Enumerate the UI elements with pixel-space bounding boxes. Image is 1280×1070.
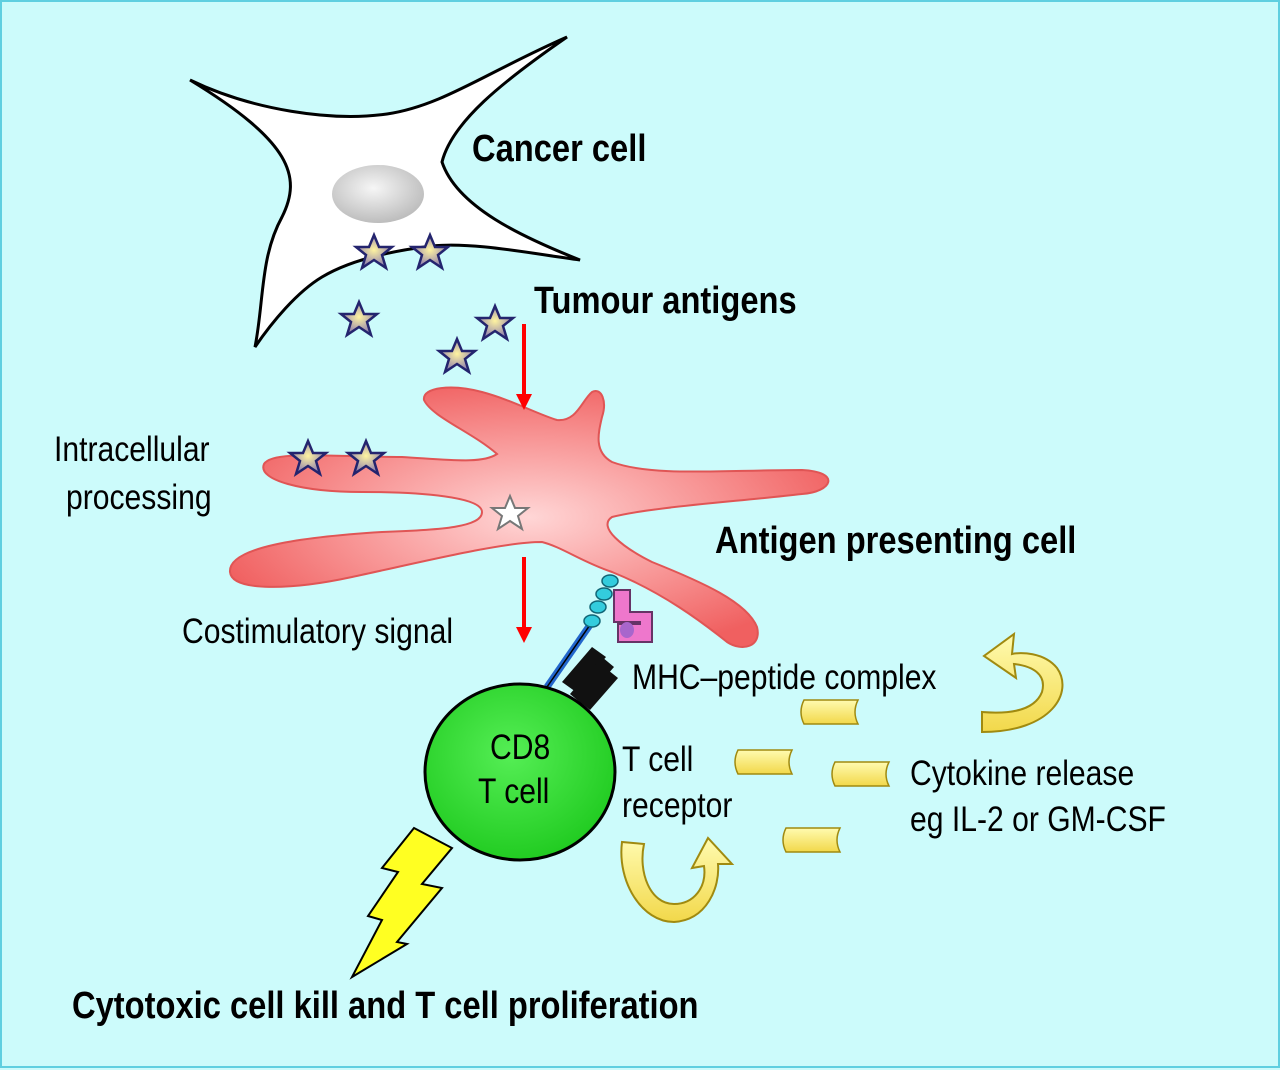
t-cell-receptor-label-line2: receptor	[622, 786, 733, 825]
outcome-label: Cytotoxic cell kill and T cell prolifera…	[72, 985, 699, 1027]
intracellular-processing-label-line2: processing	[66, 478, 212, 517]
cytokines	[734, 699, 891, 853]
tumour-antigens	[286, 231, 517, 477]
antigen-star-icon	[344, 437, 388, 477]
cytokine-icon	[734, 749, 794, 775]
antigen-star-icon	[337, 298, 381, 338]
mhc-molecule	[613, 589, 653, 643]
antigen-presenting-cell	[228, 386, 830, 648]
mhc-peptide-complex-label: MHC–peptide complex	[632, 658, 937, 697]
lightning-bolt-icon	[349, 826, 454, 980]
antigen-presenting-cell-label: Antigen presenting cell	[715, 520, 1077, 562]
antigen-star-icon	[408, 231, 452, 271]
tumour-antigens-label: Tumour antigens	[534, 280, 797, 322]
cytokine-release-label-line1: Cytokine release	[910, 754, 1135, 793]
autocrine-curved-arrow	[620, 836, 735, 924]
antigen-star-icon	[286, 437, 330, 477]
t-cell-label: T cell	[478, 772, 550, 811]
cancer-cell-label: Cancer cell	[472, 128, 647, 170]
antigen-star-icon	[352, 231, 396, 271]
cytokine-icon	[782, 827, 842, 853]
intracellular-processing-label-line1: Intracellular	[54, 430, 210, 469]
costimulatory-signal-label: Costimulatory signal	[182, 612, 454, 651]
costimulatory-beads	[583, 574, 619, 628]
cytokine-icon	[831, 761, 891, 787]
cd8-label: CD8	[490, 728, 551, 767]
costimulatory-outline	[546, 621, 593, 688]
cd8-t-cell	[423, 682, 617, 862]
cytokine-icon	[800, 699, 860, 725]
peptide	[620, 622, 634, 638]
antigen-star-icon	[435, 335, 479, 375]
t-cell-receptor	[562, 647, 618, 710]
t-cell-receptor-label-line1: T cell	[622, 740, 694, 779]
cancer-cell-nucleus	[332, 165, 424, 223]
cytokine-release-label-line2: eg IL-2 or GM-CSF	[910, 800, 1166, 839]
cytokine-release-curved-arrow	[981, 631, 1064, 734]
antigen-star-icon	[473, 302, 517, 342]
processed-antigen-star-icon	[489, 493, 531, 532]
